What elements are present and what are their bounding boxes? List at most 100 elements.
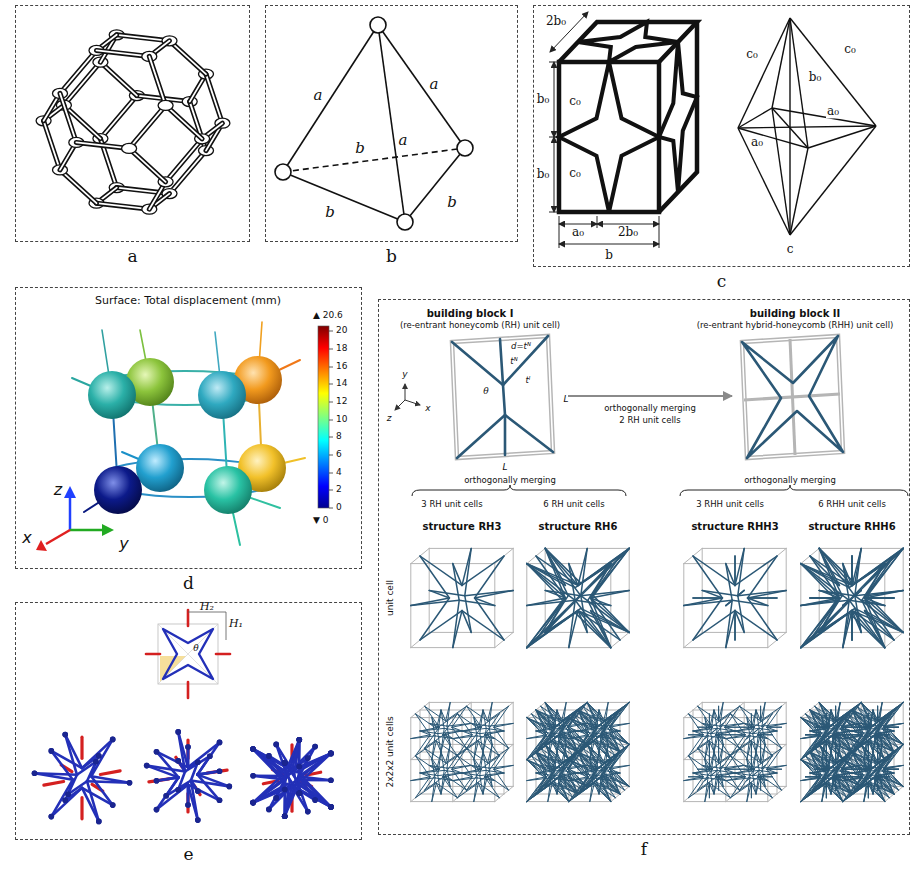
strut [760,734,761,749]
strut [738,590,786,595]
strut [849,564,885,588]
strut-tip [65,792,71,798]
strut-tip [328,804,334,810]
strut [478,741,499,756]
strut-tip [282,814,288,820]
coordinate-axes-part [69,496,72,530]
strut-tip [110,802,116,808]
re-entrant-star-cell-part [158,624,218,684]
strut-tip [154,749,160,755]
strut [188,785,220,801]
strut [605,765,629,768]
strut-tip [110,737,116,743]
strut-tip [328,804,334,810]
strut [253,749,280,777]
strut-tip [96,819,102,825]
strut [436,741,457,756]
cell-frame [684,702,702,717]
strut [157,777,179,809]
tetrahedron-part [405,148,465,222]
strut [527,760,545,778]
strut [253,777,280,802]
strut [843,600,849,605]
axial-strut [80,798,83,819]
strut [767,727,782,748]
strut-tip [282,760,288,766]
strut [801,611,852,648]
strut [748,598,777,640]
strut [826,783,827,798]
strut [748,597,777,599]
strut [545,768,557,786]
strut [467,748,488,763]
strut [567,770,579,794]
strut [467,776,488,791]
strut [609,770,621,794]
re-entrant-struts-part [503,385,505,415]
strut-tip [297,790,303,796]
strut [438,731,462,734]
strut [187,747,190,767]
colorbar-part-part [329,402,333,403]
strut [446,776,467,791]
strut [720,702,723,726]
strut [447,702,450,726]
strut-tip [328,804,334,810]
strut [852,564,885,586]
coordinate-axes-part [70,529,104,532]
strut [545,608,581,632]
strut-tip [175,758,181,764]
coordinate-axes-part [405,400,420,405]
strut [420,727,439,731]
strut [545,548,568,595]
strut-tip [96,753,102,759]
strut [720,744,723,768]
strut [688,734,703,735]
strut [285,782,290,817]
strut [688,741,709,756]
strut [735,727,754,731]
strut [720,723,723,726]
strut [709,741,710,756]
strut [843,600,849,605]
strut [494,727,509,748]
strut-tip [266,753,272,759]
strut [60,50,97,93]
strut [751,783,752,798]
strut [753,773,756,776]
strut [480,710,483,734]
strut-tip [62,732,68,738]
strut-tip [217,740,223,746]
strut [693,611,735,640]
strut-tip [127,780,133,786]
strut [60,93,76,142]
strut [446,748,467,763]
strut [735,769,754,773]
strut [575,564,611,588]
strut [851,556,853,585]
strut [411,777,430,781]
strut [762,744,765,768]
strut [862,564,885,601]
strut [751,741,752,756]
strut [475,598,504,640]
strut-tip [266,753,272,759]
strut [761,734,782,749]
strut [453,735,472,739]
building-block-frame-part [452,336,553,458]
strut [767,727,782,728]
strut [688,776,703,777]
strut [740,769,755,770]
cell-frame [768,786,786,801]
strut [718,706,719,721]
lattice-structure [684,702,786,801]
lattice-structure [411,548,513,647]
cell-frame [495,786,513,801]
strut [719,776,740,791]
tetrahedron-part [283,25,378,172]
strut [420,611,462,640]
strut [740,727,755,748]
strut-tip [312,797,318,803]
strut-tip [175,787,181,793]
bipyramid-part [790,18,808,148]
